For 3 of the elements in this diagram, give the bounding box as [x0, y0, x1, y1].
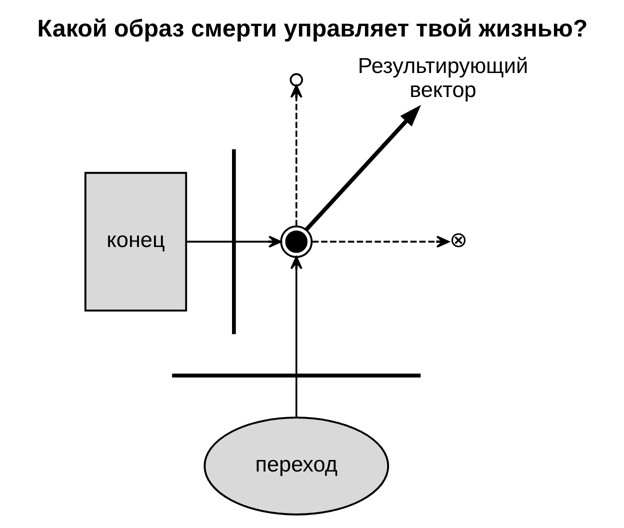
diagram-title: Какой образ смерти управляет твой жизнью? — [37, 16, 588, 43]
node-text: Результирующий вектор — [358, 52, 528, 102]
node-text: ⊗ — [449, 226, 468, 252]
